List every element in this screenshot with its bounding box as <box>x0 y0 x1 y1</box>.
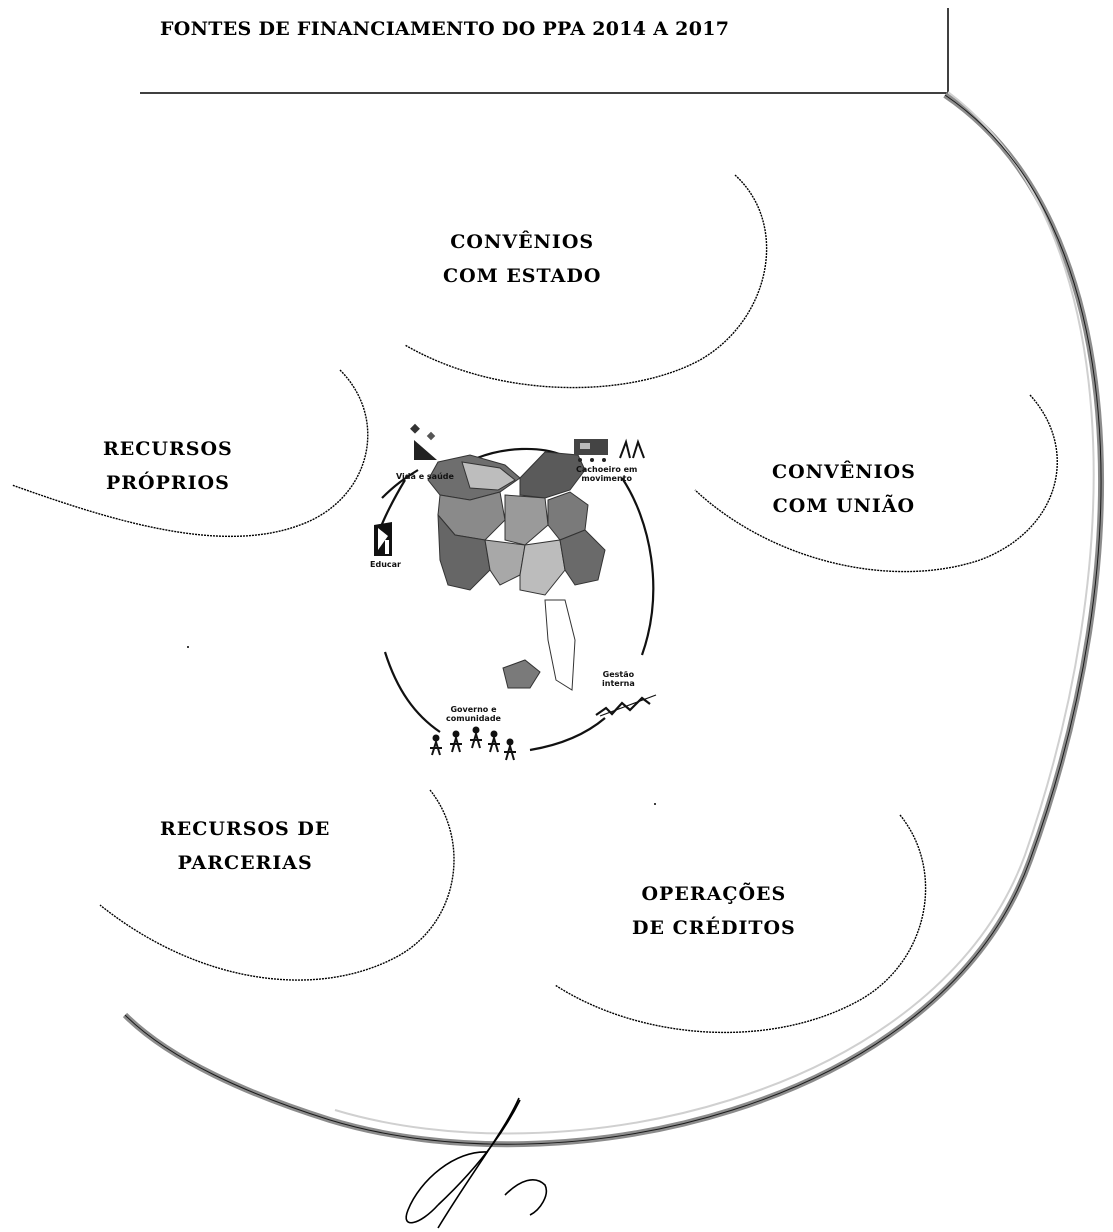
axis-label-educar: Educar <box>370 560 401 569</box>
source-label-operacoes-creditos: OPERAÇÕES DE CRÉDITOS <box>632 877 796 945</box>
axis-line-1: Cachoeiro em <box>576 465 638 474</box>
source-line-2: PARCERIAS <box>177 852 313 874</box>
source-label-convenios-estado: CONVÊNIOS COM ESTADO <box>443 225 601 293</box>
oval-operacoes-creditos <box>554 814 927 1034</box>
vida-e-saude-icon <box>410 423 437 460</box>
source-label-convenios-uniao: CONVÊNIOS COM UNIÃO <box>772 455 916 523</box>
oval-recursos-proprios <box>11 369 369 538</box>
source-line-1: CONVÊNIOS <box>450 231 595 253</box>
cachoeiro-em-movimento-icon <box>574 438 645 462</box>
axis-line-2: movimento <box>581 474 632 483</box>
axis-label-governo-e-comunidade: Governo e comunidade <box>446 705 501 723</box>
logo-ring-arc-right <box>621 477 655 656</box>
axis-line-1: Educar <box>370 560 401 569</box>
page-title: FONTES DE FINANCIAMENTO DO PPA 2014 A 20… <box>160 18 730 40</box>
source-label-recursos-parcerias: RECURSOS DE PARCERIAS <box>160 812 330 880</box>
speck <box>187 646 189 648</box>
source-line-2: COM ESTADO <box>443 265 602 287</box>
logo-ring-arc-bottom-right <box>529 717 606 752</box>
logo-ring-arc-bottom-left <box>383 651 441 733</box>
source-line-1: OPERAÇÕES <box>641 883 787 905</box>
source-line-1: RECURSOS <box>103 438 233 460</box>
source-line-1: RECURSOS DE <box>160 818 331 840</box>
header-frame <box>140 8 949 94</box>
educar-icon <box>374 522 392 556</box>
axis-label-vida-e-saude: Vida e saúde <box>396 472 454 481</box>
speck <box>654 803 656 805</box>
axis-line-1: Vida e saúde <box>396 472 454 481</box>
logo-ring-arc-left <box>381 469 419 499</box>
axis-line-2: comunidade <box>446 714 501 723</box>
source-line-1: CONVÊNIOS <box>772 461 916 483</box>
oval-convenios-estado <box>404 174 768 389</box>
axis-label-gestao-interna: Gestão interna <box>602 670 635 688</box>
axis-label-cachoeiro-em-movimento: Cachoeiro em movimento <box>576 465 637 483</box>
oval-recursos-parcerias <box>99 789 455 981</box>
oval-convenios-uniao <box>694 394 1058 573</box>
axis-line-1: Gestão <box>602 670 635 679</box>
municipality-map <box>427 451 606 691</box>
source-label-recursos-proprios: RECURSOS PRÓPRIOS <box>103 432 233 500</box>
center-logo <box>373 423 657 761</box>
source-line-2: DE CRÉDITOS <box>632 917 796 939</box>
source-line-2: PRÓPRIOS <box>105 472 230 494</box>
source-line-2: COM UNIÃO <box>772 495 916 517</box>
axis-line-1: Governo e <box>450 705 497 714</box>
governo-e-comunidade-icon <box>430 726 516 761</box>
outer-crescent-arc <box>122 91 1104 1148</box>
gestao-interna-icon <box>595 694 657 717</box>
signature <box>405 1097 548 1229</box>
axis-line-2: interna <box>602 679 635 688</box>
